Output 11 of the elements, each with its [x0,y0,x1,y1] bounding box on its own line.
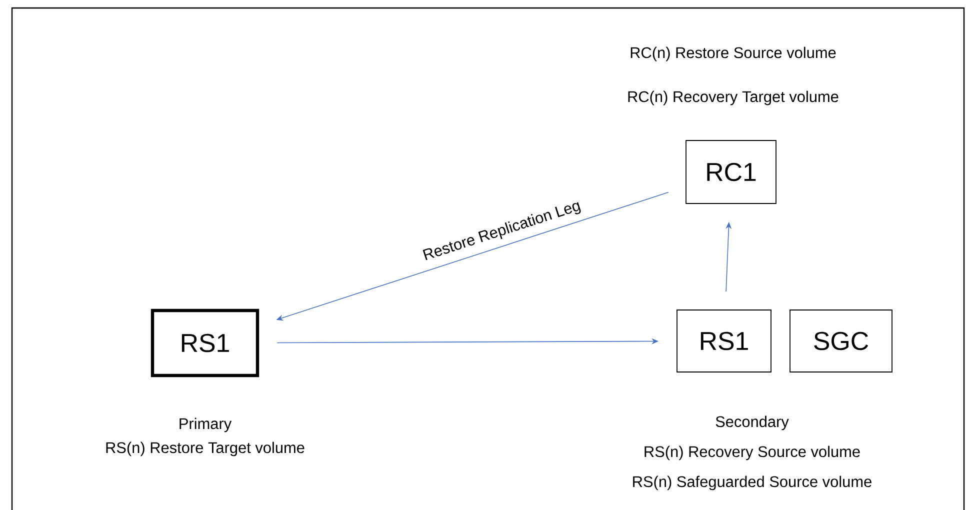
volume-description: Primary [180,418,232,432]
volume-box: SGC [790,310,892,372]
volume-description: RS(n) Recovery Source volume [644,446,860,460]
volume-description: RS(n) Restore Target volume [106,442,304,456]
volume-box: RS1 [676,310,772,372]
volume-box: RS1 [150,308,260,378]
volume-box: RC1 [686,140,776,204]
volume-description: Secondary [716,416,789,430]
volume-description: RS(n) Safeguarded Source volume [633,476,872,490]
volume-description: RC(n) Restore Source volume [630,46,836,62]
volume-description: RC(n) Recovery Target volume [628,90,838,106]
